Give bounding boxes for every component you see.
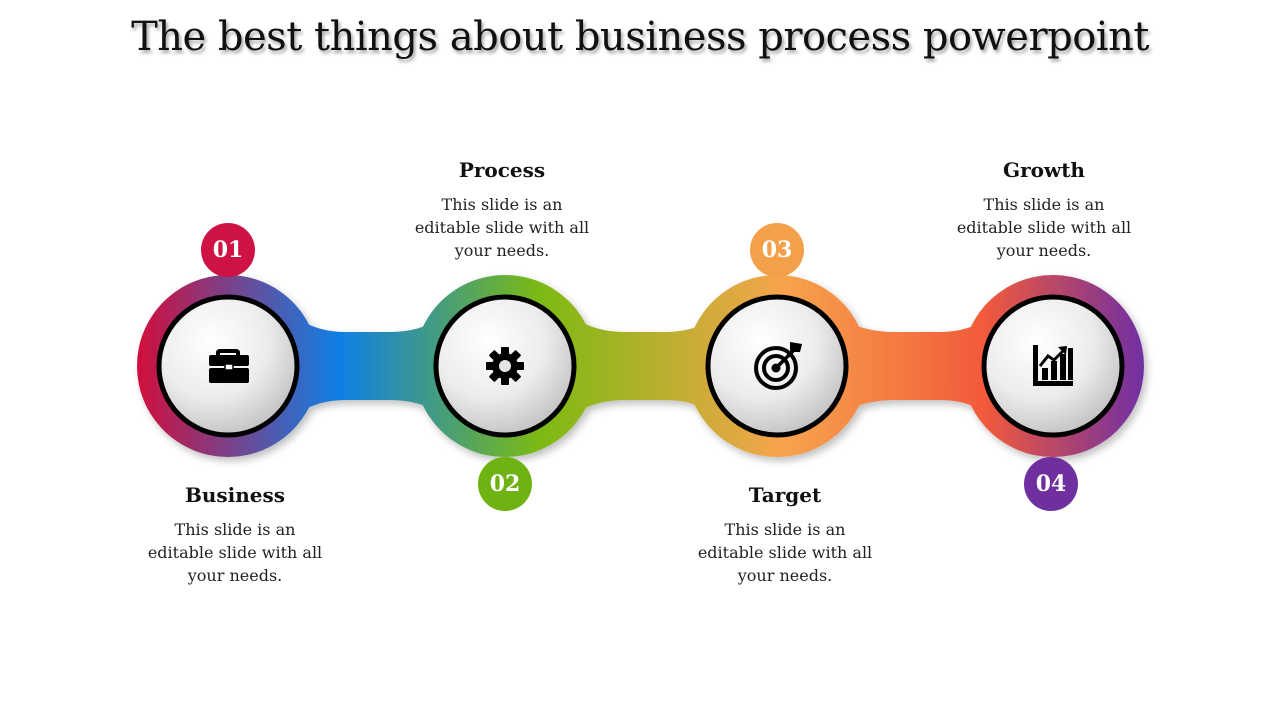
target-icon <box>754 342 802 390</box>
badge-circle-4 <box>1024 457 1078 511</box>
step-desc-growth: This slide is an editable slide with all… <box>956 195 1132 260</box>
badge-circle-3 <box>750 223 804 277</box>
step-number-3: 03 <box>761 237 793 263</box>
briefcase-icon <box>209 349 249 383</box>
step-number-1: 01 <box>212 237 244 263</box>
step-desc-process: This slide is an editable slide with all… <box>414 195 590 260</box>
connector-2-3 <box>575 318 712 414</box>
gear-icon <box>486 347 524 385</box>
step-title-target: Target <box>748 483 822 507</box>
step-desc-business: This slide is an editable slide with all… <box>147 520 323 585</box>
bar-chart-icon <box>1033 345 1073 386</box>
badge-circle-1 <box>201 223 255 277</box>
connector-3-4 <box>845 318 988 414</box>
connector-1-2 <box>300 318 440 414</box>
step-desc-target: This slide is an editable slide with all… <box>697 520 873 585</box>
step-number-4: 04 <box>1035 471 1067 497</box>
step-number-2: 02 <box>489 471 521 497</box>
step-title-business: Business <box>184 483 286 507</box>
slide-title: The best things about business process p… <box>131 14 1149 60</box>
step-title-growth: Growth <box>1003 158 1085 182</box>
step-title-process: Process <box>458 158 546 182</box>
badge-circle-2 <box>478 457 532 511</box>
